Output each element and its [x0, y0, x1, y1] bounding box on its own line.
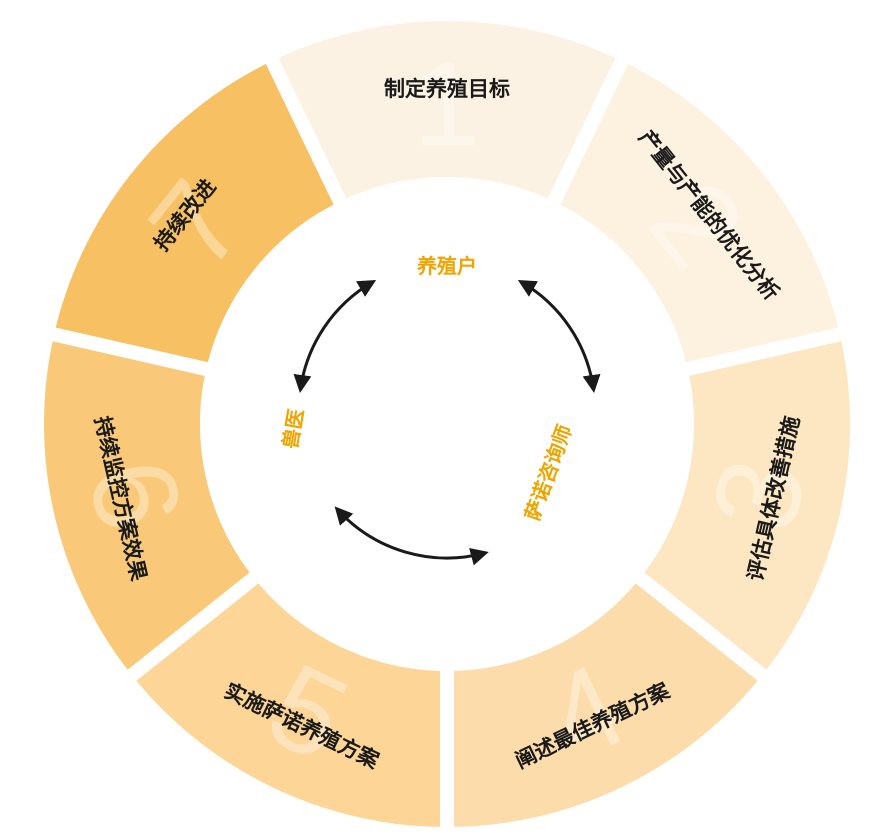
arrow-vet-consultant [334, 506, 489, 566]
center-arrows [293, 280, 601, 566]
segment-number: 1 [414, 37, 481, 171]
farmer-label: 养殖户 [416, 254, 477, 278]
segment-shape [116, 563, 454, 836]
segment-label: 制定养殖目标 [384, 77, 510, 101]
segment-shape [624, 324, 864, 690]
segment-shape [440, 563, 778, 836]
segment-shape [541, 45, 856, 379]
segment-shape [38, 45, 353, 379]
segment-shape [30, 324, 270, 690]
segment-shape [259, 7, 635, 218]
arrow-farmer-vet [293, 280, 377, 393]
arrow-farmer-consultant [517, 280, 601, 393]
